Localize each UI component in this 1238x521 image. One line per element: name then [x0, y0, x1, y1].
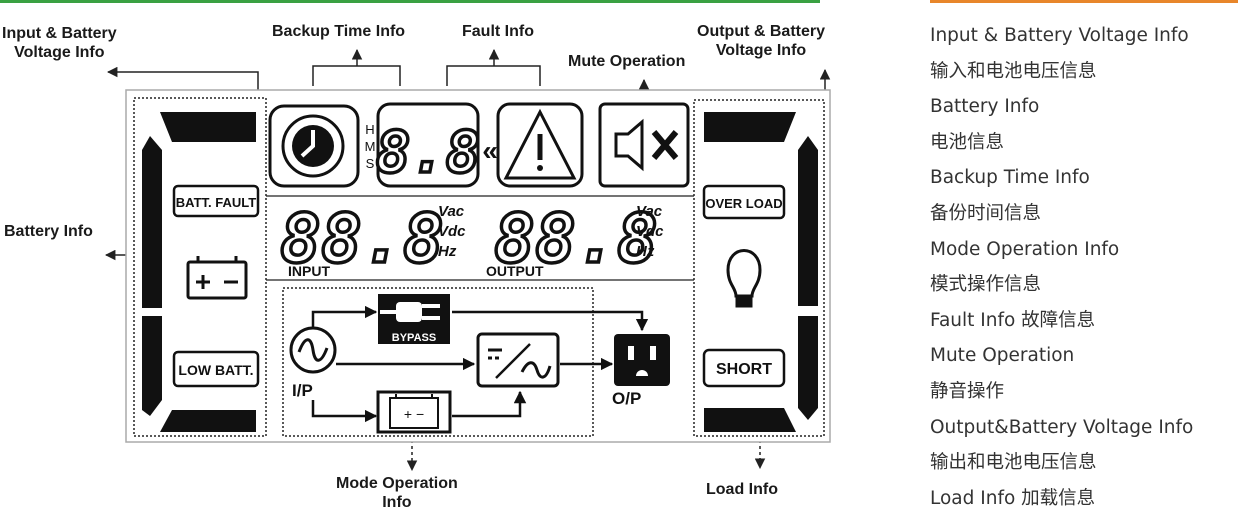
top-accent-bar-green [0, 0, 820, 3]
top-accent-bar-orange [930, 0, 1238, 3]
backup-clock-icon [268, 104, 360, 188]
svg-text:Vdc: Vdc [438, 223, 466, 240]
callout-fault: Fault Info [462, 23, 534, 40]
svg-text:H: H [365, 122, 374, 137]
svg-text:Vac: Vac [636, 203, 663, 220]
input-voltage-digits: 88.8 [280, 200, 444, 279]
legend-item: Fault Info 故障信息 [930, 309, 1096, 331]
input-label: INPUT [288, 263, 330, 279]
legend-item: 电池信息 [930, 131, 1005, 153]
inverter-icon [476, 332, 560, 388]
svg-text:OVER LOAD: OVER LOAD [705, 196, 782, 211]
legend-item: Backup Time Info [930, 167, 1090, 189]
batt-fault-indicator: BATT. FAULT [172, 184, 260, 218]
op-label: O/P [612, 389, 641, 408]
left-battery-bar-graph [142, 112, 256, 432]
battery-icon [186, 256, 248, 300]
svg-text:Vdc: Vdc [636, 223, 664, 240]
svg-text:M: M [365, 139, 376, 154]
fault-warning-icon [496, 102, 584, 188]
mute-speaker-icon [598, 102, 690, 188]
legend-item: Output&Battery Voltage Info [930, 416, 1194, 438]
right-load-bar-graph [704, 112, 818, 432]
output-socket-icon [614, 334, 670, 386]
legend-item: 备份时间信息 [930, 202, 1042, 224]
callout-backup-time: Backup Time Info [272, 23, 406, 40]
svg-text:Hz: Hz [636, 243, 655, 260]
right-section-dotted [693, 99, 825, 437]
low-batt-indicator: LOW BATT. [172, 350, 260, 388]
legend-item: 静音操作 [930, 380, 1005, 402]
bulb-icon [726, 249, 762, 308]
power-flow-arrows [311, 305, 649, 423]
callout-mute: Mute Operation [568, 53, 686, 70]
legend-item: Battery Info [930, 96, 1040, 118]
legend-item: Input & Battery Voltage Info [930, 25, 1189, 46]
svg-text:+ −: + − [404, 406, 424, 422]
flow-battery-icon: + − [376, 390, 452, 434]
short-indicator: SHORT [702, 348, 786, 388]
svg-text:LOW BATT.: LOW BATT. [178, 362, 253, 378]
legend-list: Input & Battery Voltage Info 输入和电池电压信息 B… [930, 18, 1235, 516]
svg-text:«: « [482, 135, 498, 166]
ip-label: I/P [292, 381, 313, 400]
legend-item: 输出和电池电压信息 [930, 452, 1097, 474]
svg-text:8.8: 8.8 [376, 118, 481, 186]
over-load-indicator: OVER LOAD [702, 184, 786, 220]
callout-battery: Battery Info [4, 223, 93, 240]
time-display-box [376, 102, 480, 188]
svg-text:Hz: Hz [438, 243, 457, 260]
svg-text:BATT. FAULT: BATT. FAULT [176, 195, 256, 210]
callout-load: Load Info [706, 481, 778, 498]
legend-item: 输入和电池电压信息 [930, 60, 1097, 82]
output-voltage-digits: 88.8 [494, 200, 658, 279]
output-label: OUTPUT [486, 263, 544, 279]
ups-lcd-diagram: BATT. FAULT LOW BATT. OVER LOAD SHORT H … [104, 48, 831, 472]
legend-item: Mute Operation [930, 345, 1075, 367]
legend-item: 模式操作信息 [930, 274, 1042, 296]
legend-item: Mode Operation Info [930, 238, 1120, 260]
legend-item: Load Info 加载信息 [930, 487, 1096, 509]
flow-section-dotted [282, 287, 594, 437]
svg-text:SHORT: SHORT [716, 361, 772, 378]
bypass-plug-icon: BYPASS [378, 294, 450, 344]
svg-text:Vac: Vac [438, 203, 465, 220]
svg-text:BYPASS: BYPASS [392, 332, 436, 344]
left-section-dotted [133, 97, 267, 437]
svg-text:S: S [366, 156, 375, 171]
